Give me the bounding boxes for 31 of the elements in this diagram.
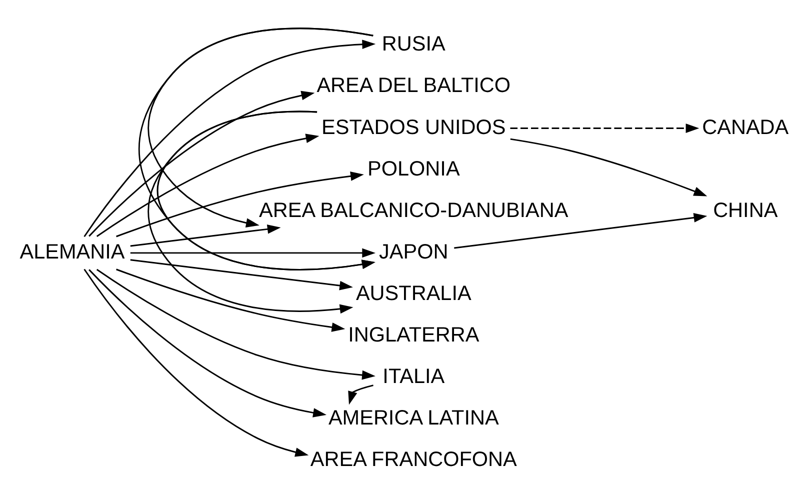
node-text: POLONIA xyxy=(367,156,460,180)
arrow xyxy=(510,123,700,132)
arrow xyxy=(88,268,326,417)
arrow xyxy=(84,39,376,237)
node-text: AMERICA LATINA xyxy=(328,406,499,430)
arrow xyxy=(510,138,708,196)
arrow xyxy=(116,171,364,237)
node-text: ALEMANIA xyxy=(20,240,125,263)
arrow xyxy=(96,268,376,380)
arrow xyxy=(130,258,353,290)
arrow xyxy=(148,110,354,314)
node-text: ITALIA xyxy=(382,364,445,388)
node-text: AUSTRALIA xyxy=(356,281,472,304)
arrow xyxy=(88,90,315,236)
arrow xyxy=(130,248,376,258)
node-text: ESTADOS UNIDOS xyxy=(322,115,506,138)
node-text: INGLATERRA xyxy=(348,323,480,346)
node-text: AREA DEL BALTICO xyxy=(316,74,511,97)
arrow xyxy=(138,27,376,270)
node-text: JAPON xyxy=(379,240,448,263)
arrow xyxy=(348,384,374,404)
arrow xyxy=(116,268,346,332)
node-text: AREA FRANCOFONA xyxy=(310,448,517,471)
node-text: RUSIA xyxy=(382,32,446,56)
node-text: AREA BALCANICO-DANUBIANA xyxy=(259,198,568,222)
arrow xyxy=(96,133,320,237)
arrow xyxy=(454,212,708,248)
node-text: CHINA xyxy=(713,198,778,222)
node-text: CANADA xyxy=(702,115,789,138)
arrow xyxy=(130,224,281,246)
arrow xyxy=(84,268,309,456)
